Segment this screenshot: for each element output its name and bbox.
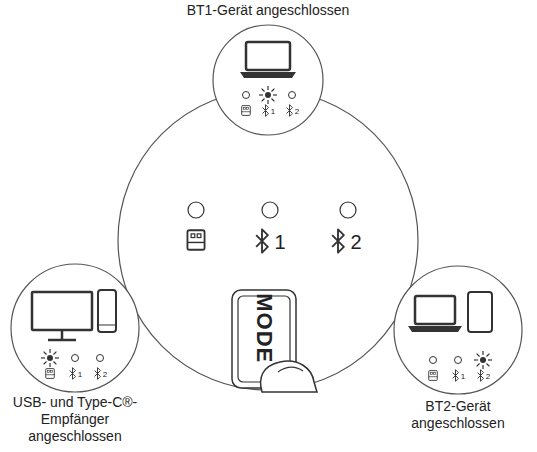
- channel-number: 1: [271, 108, 275, 116]
- channel-number: 2: [103, 371, 107, 379]
- button-label: MODE: [251, 293, 277, 363]
- channel-number: 2: [486, 373, 490, 381]
- finger: [261, 361, 317, 392]
- channel-number: 2: [350, 232, 361, 252]
- callout-bt2: [394, 266, 522, 394]
- channel-number: 1: [78, 371, 82, 379]
- mode-button-box: MODE: [234, 292, 294, 364]
- heading-text: BT2-Gerät angeschlossen: [398, 398, 518, 432]
- callout-heading: BT1-Gerät angeschlossen: [140, 2, 396, 21]
- status-leds: [188, 202, 356, 218]
- bluetooth-icon: [332, 229, 344, 252]
- heading-text: USB- und Type-C®-Empfänger angeschlossen: [10, 394, 140, 444]
- bluetooth-icon: [256, 229, 268, 252]
- callout-heading: BT2-Gerät angeschlossen: [398, 398, 518, 434]
- channel-number: 1: [274, 232, 285, 252]
- callout-receiver: [11, 264, 139, 392]
- callout-bt1: [213, 25, 323, 135]
- channel-number: 2: [295, 108, 299, 116]
- channel-number: 1: [461, 373, 465, 381]
- callout-heading: USB- und Type-C®-Empfänger angeschlossen: [10, 394, 140, 446]
- receiver-icon: [187, 230, 204, 250]
- heading-text: BT1-Gerät angeschlossen: [140, 2, 396, 19]
